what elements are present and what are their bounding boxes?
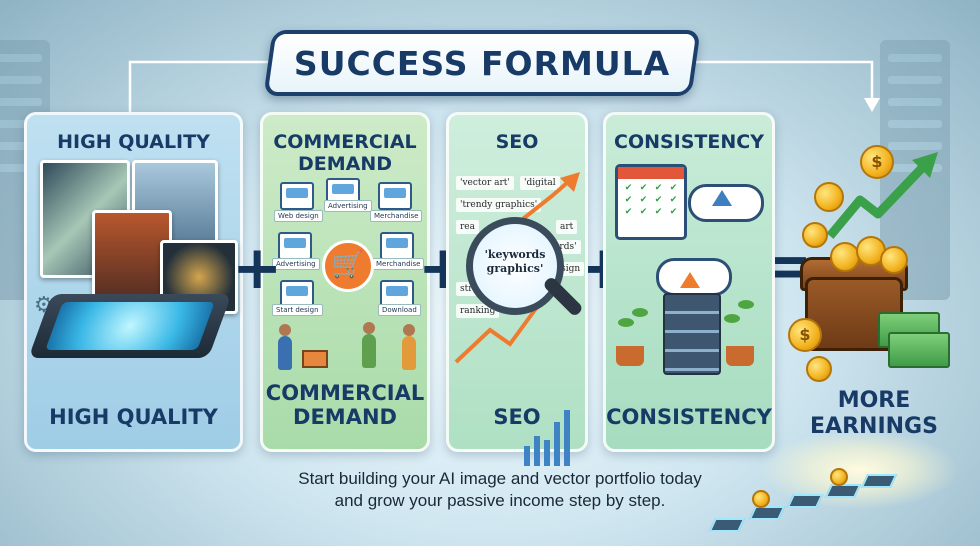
coin-icon (752, 490, 770, 508)
keyword-tag: 'digital (520, 176, 560, 190)
shopping-cart-icon: 🛒 (322, 240, 374, 292)
panel-top-label: COMMERCIAL DEMAND (273, 131, 417, 175)
plant-pot-icon (616, 346, 644, 366)
web-design-icon (280, 182, 314, 210)
plant-leaf (618, 318, 634, 327)
item-label: Advertising (272, 258, 320, 270)
panel-bottom-label: COMMERCIAL DEMAND (265, 381, 425, 429)
panel-bottom-label: CONSISTENCY (606, 405, 772, 429)
calendar-icon: ✔✔✔✔✔✔✔✔✔✔✔✔ (615, 164, 687, 240)
plant-leaf (724, 314, 740, 323)
merchandise-icon (378, 182, 412, 210)
item-label: Download (378, 304, 421, 316)
panel-top-label: CONSISTENCY (614, 131, 764, 153)
footer-message: Start building your AI image and vector … (298, 469, 702, 510)
plant-pot-icon (726, 346, 754, 366)
panel-top-label: SEO (495, 131, 539, 153)
person-figure (278, 324, 292, 370)
chart-bar (534, 436, 540, 466)
coin-icon (814, 182, 844, 212)
panel-bottom-label: SEO (493, 405, 541, 429)
magnifier-lens: 'keywords graphics' (466, 217, 564, 315)
megaphone-icon (278, 232, 312, 260)
plus-operator: + (232, 233, 283, 303)
item-label: Web design (274, 210, 323, 222)
item-label: Start design (272, 304, 323, 316)
coin-icon (830, 468, 848, 486)
plant-leaf (632, 308, 648, 317)
person-figure (402, 324, 416, 370)
chart-bar (554, 422, 560, 466)
lens-keywords: 'keywords graphics' (484, 248, 546, 275)
keyword-tag: rea (456, 220, 479, 234)
shirt-icon (380, 232, 414, 260)
upload-arrow-icon (680, 272, 700, 288)
basket-icon (302, 350, 328, 368)
coin-icon (880, 246, 908, 274)
chart-bar (524, 446, 530, 466)
result-label: MORE EARNINGS (810, 388, 938, 439)
person-figure (362, 322, 376, 368)
coin-icon (806, 356, 832, 382)
server-stack-icon (663, 293, 721, 375)
chart-bar (564, 410, 570, 466)
panel-bottom-label: HIGH QUALITY (49, 405, 218, 429)
keyword-tag: art (556, 220, 578, 234)
upload-arrow-icon (712, 190, 732, 206)
item-label: Advertising (324, 200, 372, 212)
cash-stack-icon (888, 332, 950, 368)
chart-bar (544, 440, 550, 466)
plant-leaf (738, 300, 754, 309)
item-label: Merchandise (372, 258, 425, 270)
coin-icon: $ (788, 318, 822, 352)
coin-icon (830, 242, 860, 272)
start-design-icon (280, 280, 314, 308)
item-label: Merchandise (370, 210, 423, 222)
panel-top-label: HIGH QUALITY (57, 131, 210, 153)
keyword-tag: 'vector art' (456, 176, 514, 190)
artwork-portrait (92, 210, 172, 310)
coin-icon (802, 222, 828, 248)
keyword-tag: 'trendy graphics' (456, 198, 542, 212)
coin-icon: $ (860, 145, 894, 179)
